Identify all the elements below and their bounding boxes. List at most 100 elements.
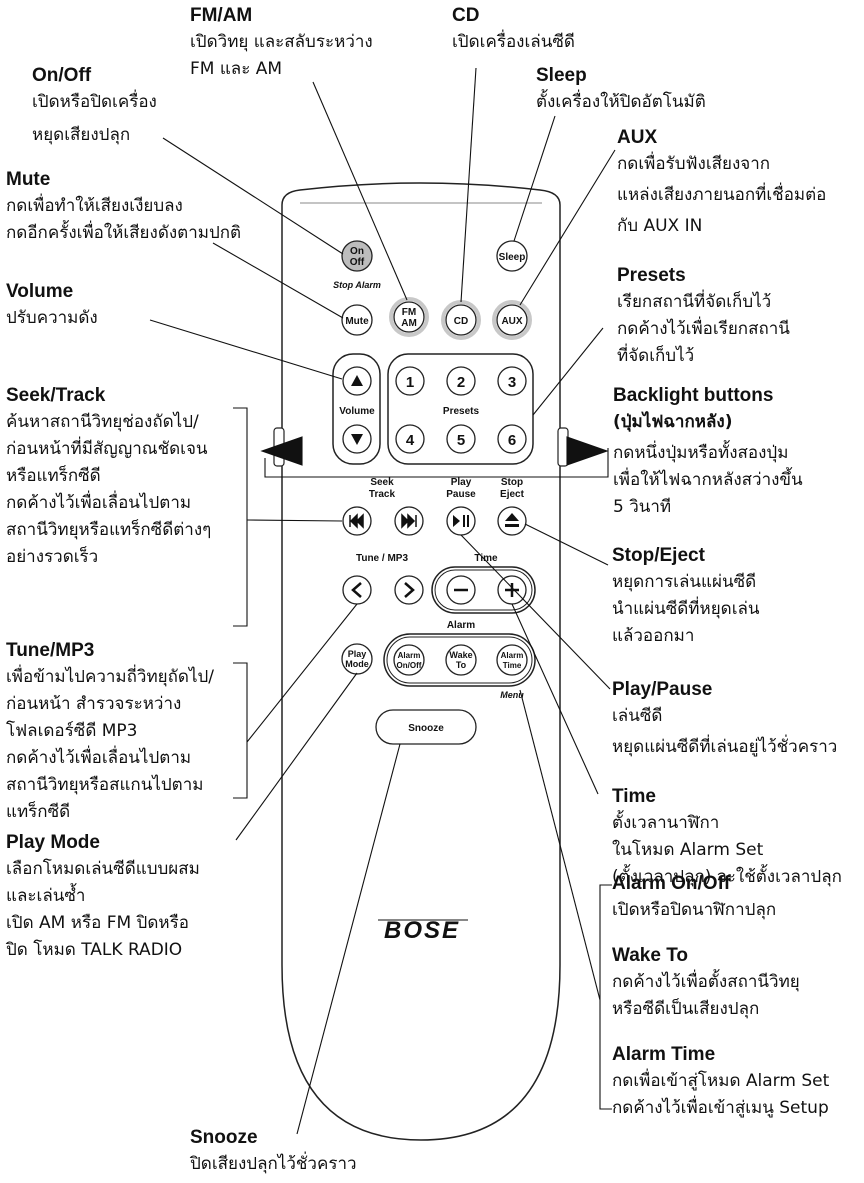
- play-mode-button[interactable]: [341, 643, 373, 675]
- preset-6-button[interactable]: [497, 424, 527, 454]
- alarm-time-label-2: Time: [503, 661, 522, 670]
- play-pause-icon: [453, 515, 460, 527]
- play-mode-label-1: Play: [348, 649, 367, 659]
- label-cd-title: CD: [452, 5, 480, 26]
- label-seek-line-1: ค้นหาสถานีวิทยุช่องถัดไป/: [6, 412, 199, 432]
- time-label: Time: [474, 553, 498, 564]
- label-alarmtime: Alarm Time กดเพื่อเข้าสู่โหมด Alarm Set …: [612, 1041, 829, 1122]
- label-snooze-title: Snooze: [190, 1127, 258, 1148]
- onoff-leader: [162, 137, 344, 255]
- label-presets-line-3: ที่จัดเก็บไว้: [617, 346, 695, 366]
- play-pause-button[interactable]: [446, 506, 476, 536]
- label-aux-line-3: กับ AUX IN: [617, 216, 703, 236]
- tune-up-button[interactable]: [394, 575, 424, 605]
- label-playpause: Play/Pause เล่นซีดี หยุดแผ่นซีดีที่เล่นอ…: [612, 676, 837, 761]
- time-leader: [511, 603, 599, 795]
- preset-1-label: 1: [406, 374, 414, 391]
- label-volume: Volume ปรับความดัง: [6, 278, 98, 332]
- presets-leader: [532, 327, 604, 416]
- fm-label: FM: [402, 307, 416, 318]
- preset-5-button[interactable]: [446, 424, 476, 454]
- mute-button[interactable]: [341, 304, 373, 336]
- backlight-connector: [264, 448, 609, 478]
- label-snooze: Snooze ปิดเสียงปลุกไว้ชั่วคราว: [190, 1124, 357, 1178]
- preset-4-button[interactable]: [395, 424, 425, 454]
- label-fmam-line-2: FM และ AM: [190, 59, 283, 79]
- cd-button[interactable]: [445, 304, 477, 336]
- label-fmam-title: FM/AM: [190, 5, 253, 26]
- chevron-left-icon: [351, 582, 362, 598]
- on-off-button[interactable]: [341, 240, 373, 272]
- preset-1-button[interactable]: [395, 366, 425, 396]
- seek-forward-icon: [401, 513, 417, 529]
- play-label-2: Pause: [446, 489, 476, 500]
- label-seek-line-2: ก่อนหน้าที่มีสัญญาณชัดเจน: [6, 439, 208, 459]
- preset-2-button[interactable]: [446, 366, 476, 396]
- label-tune-line-6: แทร็กซีดี: [6, 802, 71, 822]
- alarm-group-inner: [386, 636, 533, 684]
- volume-leader: [149, 319, 343, 380]
- alarm-on-off-button[interactable]: [393, 644, 425, 676]
- label-volume-line-1: ปรับความดัง: [6, 308, 98, 328]
- play-label-1: Play: [451, 477, 472, 488]
- label-mute-line-1: กดเพื่อทำให้เสียงเงียบลง: [6, 196, 183, 216]
- snooze-button-label: Snooze: [408, 723, 444, 734]
- label-stopeject-line-1: หยุดการเล่นแผ่นซีดี: [612, 572, 757, 592]
- label-tune-line-1: เพื่อข้ามไปความถี่วิทยุถัดไป/: [6, 667, 215, 687]
- label-tune: Tune/MP3 เพื่อข้ามไปความถี่วิทยุถัดไป/ ก…: [6, 637, 214, 826]
- sleep-button-label: Sleep: [499, 252, 526, 263]
- label-playmode-line-4: ปิด โหมด TALK RADIO: [6, 940, 183, 960]
- leader-lines: [149, 67, 616, 1135]
- playpause-leader: [460, 534, 611, 690]
- label-backlight: Backlight buttons (ปุ่มไฟฉากหลัง) กดหนึ่…: [613, 382, 803, 521]
- alarm-bracket: [599, 884, 612, 1110]
- aux-button[interactable]: [496, 304, 528, 336]
- label-tune-line-2: ก่อนหน้า สำรวจระหว่าง: [6, 694, 182, 714]
- presets-label: Presets: [443, 406, 480, 417]
- volume-up-icon: [351, 375, 363, 386]
- stop-label-1: Stop: [501, 477, 523, 488]
- aux-button-label: AUX: [501, 316, 522, 327]
- tune-bracket: [233, 662, 248, 799]
- label-alarmtime-title: Alarm Time: [612, 1044, 716, 1065]
- label-stopeject-line-3: แล้วออกมา: [612, 626, 695, 646]
- label-backlight-line-2: เพื่อให้ไฟฉากหลังสว่างขึ้น: [613, 470, 803, 490]
- label-tune-line-4: กดค้างไว้เพื่อเลื่อนไปตาม: [6, 748, 192, 768]
- label-onoff: On/Off เปิดหรือปิดเครื่อง หยุดเสียงปลุก: [32, 62, 157, 149]
- label-playmode: Play Mode เลือกโหมดเล่นซีดีแบบผสม และเล่…: [6, 829, 200, 964]
- label-backlight-line-1: กดหนึ่งปุ่มหรือทั้งสองปุ่ม: [613, 443, 789, 463]
- alarm-on-off-label-1: Alarm: [398, 651, 421, 660]
- snooze-button[interactable]: [375, 709, 477, 745]
- label-onoff-title: On/Off: [32, 65, 92, 86]
- alarm-leader: [519, 689, 601, 1001]
- label-backlight-title-2: (ปุ่มไฟฉากหลัง): [613, 412, 733, 432]
- preset-2-label: 2: [457, 374, 465, 391]
- label-time-title: Time: [612, 786, 657, 807]
- sleep-button[interactable]: [496, 240, 528, 272]
- tune-down-button[interactable]: [342, 575, 372, 605]
- seek-label-2: Track: [369, 489, 396, 500]
- wake-to-label-2: To: [456, 660, 467, 670]
- label-fmam-line-1: เปิดวิทยุ และสลับระหว่าง: [190, 32, 373, 52]
- label-cd-line-1: เปิดเครื่องเล่นซีดี: [452, 32, 575, 52]
- alarm-time-button[interactable]: [496, 644, 528, 676]
- label-backlight-title: Backlight buttons: [613, 385, 774, 406]
- cd-button-label: CD: [454, 316, 468, 327]
- wake-to-button[interactable]: [445, 644, 477, 676]
- label-presets-title: Presets: [617, 265, 686, 286]
- label-mute: Mute กดเพื่อทำให้เสียงเงียบลง กดอีกครั้ง…: [6, 166, 241, 247]
- volume-label: Volume: [339, 406, 375, 417]
- label-waketo-line-2: หรือซีดีเป็นเสียงปลุก: [612, 999, 760, 1019]
- label-seek-line-3: หรือแทร็กซีดี: [6, 466, 101, 486]
- preset-3-button[interactable]: [497, 366, 527, 396]
- label-time-line-1: ตั้งเวลานาฬิกา: [612, 813, 720, 833]
- bose-logo: BOSE: [384, 917, 460, 944]
- label-playmode-line-2: และเล่นซ้ำ: [6, 886, 86, 906]
- label-volume-title: Volume: [6, 281, 74, 302]
- fm-am-button[interactable]: [393, 301, 425, 333]
- label-playmode-line-3: เปิด AM หรือ FM ปิดหรือ: [6, 913, 189, 933]
- stop-label-2: Eject: [500, 489, 525, 500]
- seek-label-1: Seek: [370, 477, 394, 488]
- alarm-time-label-1: Alarm: [501, 651, 524, 660]
